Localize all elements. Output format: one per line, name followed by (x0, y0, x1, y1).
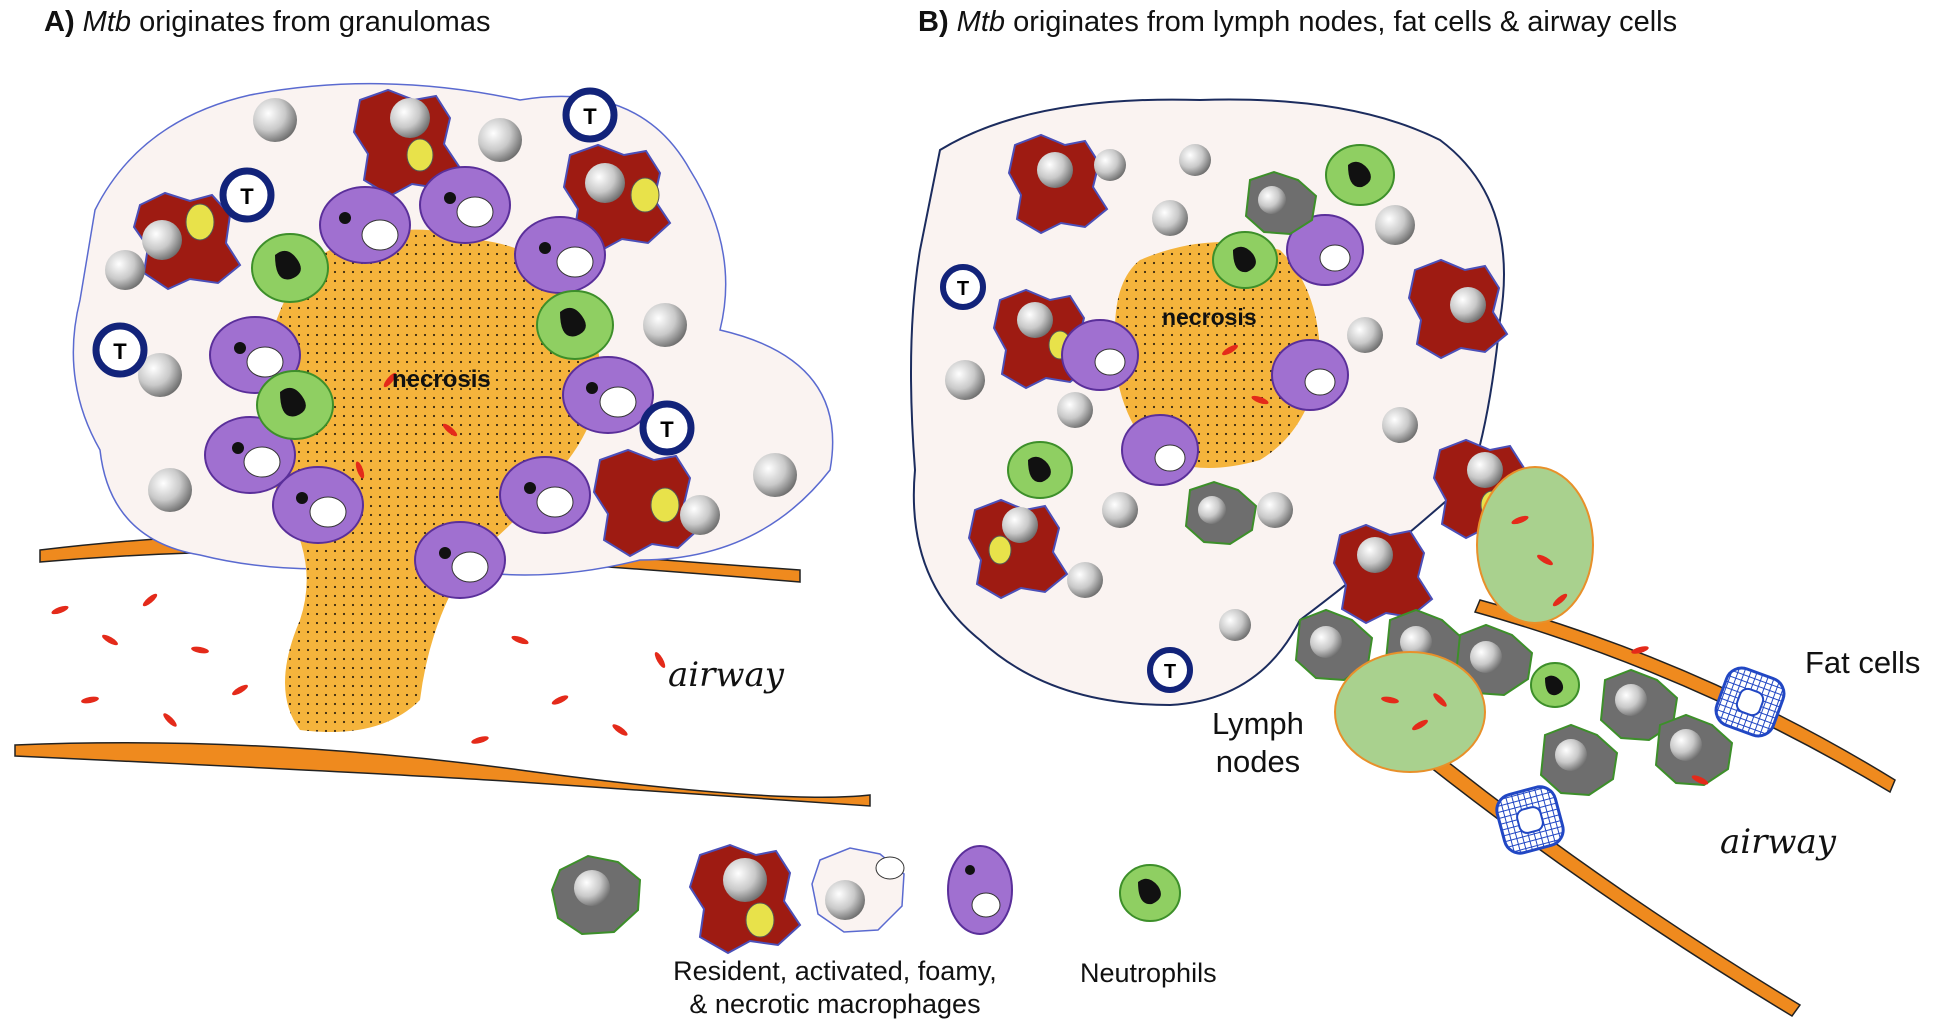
panel-b-title-text: originates from lymph nodes, fat cells &… (1005, 6, 1678, 38)
airway-label-a: airway (668, 655, 784, 695)
t-cell: T (562, 87, 618, 143)
necrotic-macrophage (419, 166, 511, 244)
necrotic-macrophage (499, 456, 591, 534)
t-cell: T (92, 322, 148, 378)
activated-macrophage (1332, 523, 1434, 625)
necrotic-macrophage (562, 356, 654, 434)
resident-macrophage (1654, 713, 1734, 787)
activated-macrophage (352, 88, 462, 198)
panel-a-granuloma: T T T T (14, 82, 871, 807)
panel-b-lymph-node: T T (910, 98, 1896, 1017)
fat-cell (1495, 785, 1565, 855)
fat-cells-label: Fat cells (1805, 645, 1921, 680)
necrosis-label-a: necrosis (392, 366, 491, 393)
lymph-nodes-label-line1: Lymph (1212, 706, 1304, 741)
necrosis-texture-a (262, 229, 600, 733)
neutrophil (1530, 662, 1580, 708)
panel-b-letter: B) (918, 6, 949, 38)
necrotic-macrophage (414, 521, 506, 599)
panel-a-title: A) Mtb originates from granulomas (44, 6, 490, 39)
legend-necrotic-macrophage (947, 845, 1013, 935)
panel-a-title-text: originates from granulomas (131, 6, 491, 38)
legend (550, 843, 1181, 955)
fat-cell (1714, 666, 1786, 738)
lymph-node (1476, 466, 1594, 624)
neutrophil (536, 290, 614, 360)
neutrophil (1007, 441, 1073, 499)
lymph-node (1334, 651, 1486, 773)
t-cell: T (940, 264, 986, 310)
bacteria-cluster-b (1222, 344, 1709, 785)
necrotic-macrophage (1286, 214, 1364, 286)
svg-text:T: T (113, 339, 127, 364)
necrotic-macrophage (272, 466, 364, 544)
activated-macrophage (592, 448, 702, 558)
neutrophil (1325, 144, 1395, 206)
panel-a-letter: A) (44, 6, 75, 38)
resident-macrophage (1539, 723, 1619, 797)
panel-b-organism: Mtb (956, 6, 1006, 38)
activated-macrophage (1407, 258, 1509, 360)
necrotic-macrophage (319, 186, 411, 264)
lymph-nodes-label: Lymph nodes (1212, 705, 1304, 781)
panel-a-organism: Mtb (82, 6, 132, 38)
resident-macrophage (1244, 170, 1318, 236)
resident-macrophage (1599, 668, 1679, 742)
neutrophil (256, 370, 334, 440)
legend-foamy-macrophage (811, 847, 905, 933)
necrosis-texture-b (1114, 242, 1320, 468)
airway-wall-lower-b (1348, 688, 1802, 1017)
bacteria-cluster (51, 372, 666, 744)
legend-neutrophils-label: Neutrophils (1080, 958, 1217, 988)
necrotic-macrophage (204, 416, 296, 494)
legend-activated-macrophage (688, 843, 802, 955)
svg-text:T: T (660, 417, 674, 442)
legend-resident-macrophage (550, 854, 642, 936)
resident-macrophage (1184, 480, 1258, 546)
t-cell: T (639, 400, 695, 456)
activated-macrophage (1007, 133, 1109, 235)
legend-neutrophil (1119, 864, 1181, 922)
legend-macrophages-line2: & necrotic macrophages (689, 989, 981, 1019)
legend-macrophages-line1: Resident, activated, foamy, (673, 956, 997, 986)
necrotic-macrophage (1271, 339, 1349, 411)
foamy-macrophage-nuclei (105, 98, 797, 535)
svg-text:T: T (583, 104, 597, 129)
neutrophil (1212, 231, 1278, 289)
svg-text:T: T (1164, 661, 1176, 683)
legend-macrophages-label: Resident, activated, foamy, & necrotic m… (615, 955, 1055, 1021)
lymph-nodes-label-line2: nodes (1215, 744, 1301, 779)
activated-macrophage (562, 143, 672, 253)
svg-text:T: T (240, 184, 254, 209)
airway-wall-lower (14, 742, 871, 807)
t-cell: T (219, 167, 275, 223)
foamy-macrophage-nuclei-b (945, 144, 1418, 641)
necrosis-label-b: necrosis (1162, 304, 1257, 330)
svg-text:T: T (957, 278, 969, 300)
activated-macrophage (967, 498, 1069, 600)
neutrophil (251, 233, 329, 303)
t-cell: T (1147, 647, 1193, 693)
necrotic-macrophage (1061, 319, 1139, 391)
panel-b-title: B) Mtb originates from lymph nodes, fat … (918, 6, 1677, 39)
airway-label-b: airway (1720, 822, 1836, 862)
necrotic-macrophage (514, 216, 606, 294)
necrotic-macrophage (1121, 414, 1199, 486)
activated-macrophage (132, 191, 242, 291)
